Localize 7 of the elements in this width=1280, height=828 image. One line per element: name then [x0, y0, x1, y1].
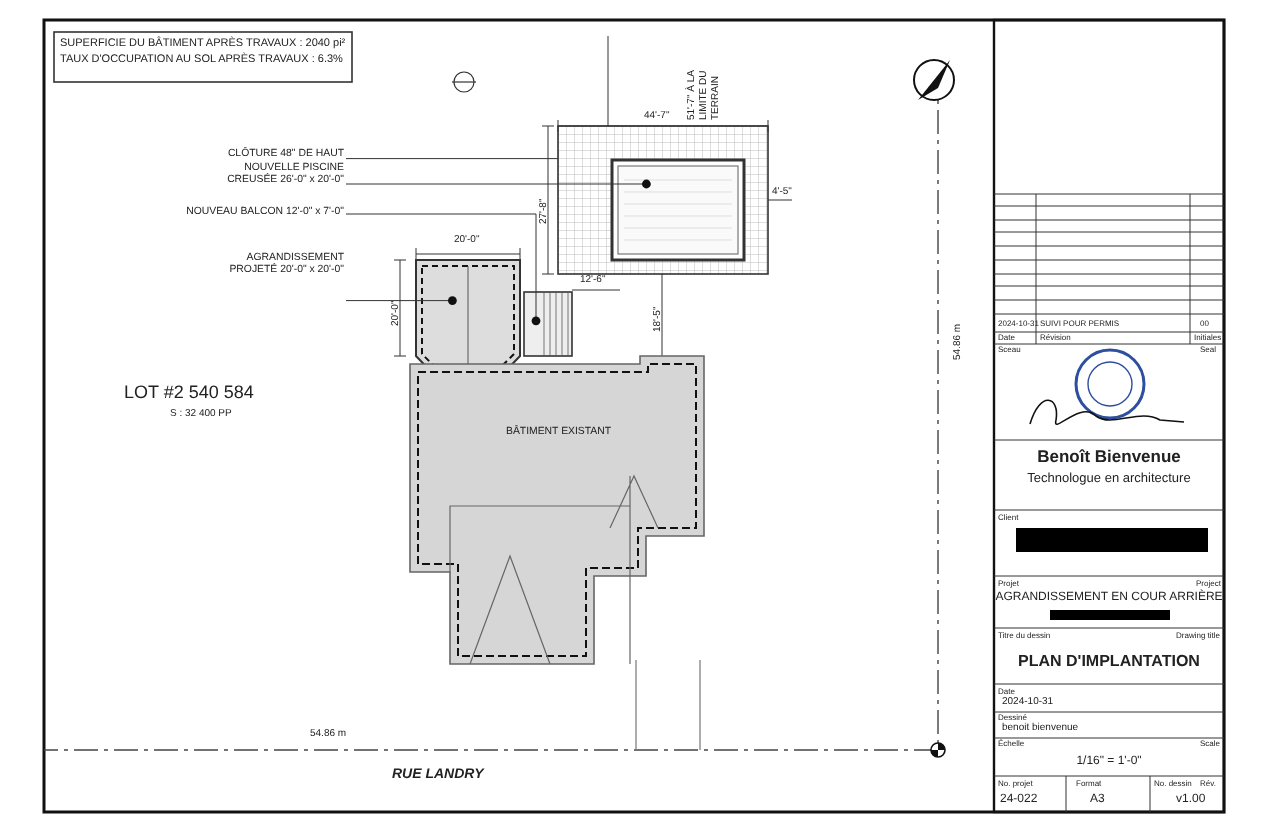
leader-line	[345, 213, 541, 326]
leader-line	[345, 158, 559, 160]
title-block-text: PLAN D'IMPLANTATION	[1016, 652, 1202, 671]
lot-label: LOT #2 540 584	[124, 382, 254, 403]
leader-line	[345, 296, 457, 305]
title-block-text: Benoît Bienvenue	[1035, 448, 1183, 468]
leader-line	[345, 179, 651, 189]
